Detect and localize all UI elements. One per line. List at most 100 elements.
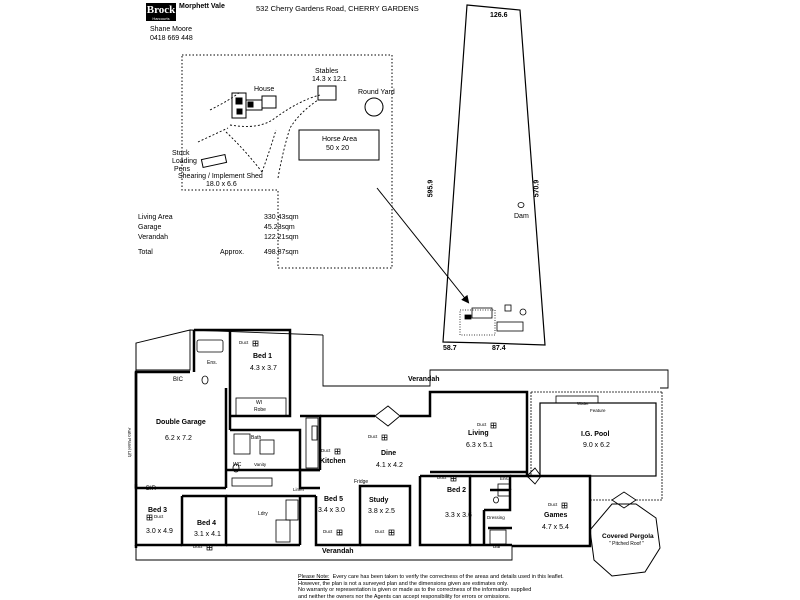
- room-bed2-dim: 3.3 x 3.6: [445, 512, 472, 519]
- room-vanity: Vanity: [254, 462, 267, 467]
- total-area-label: Total: [138, 249, 153, 256]
- dim-right: 570.9: [533, 179, 541, 198]
- location-arrow: [376, 187, 470, 304]
- room-bar: Bar: [493, 544, 501, 550]
- water-feature-1: Water: [577, 401, 589, 406]
- room-games: Games: [544, 512, 568, 519]
- room-bir: BIR: [146, 486, 157, 492]
- site-round-yard: [364, 97, 384, 117]
- dim-bottom-right: 87.4: [492, 345, 506, 352]
- door-swings: [374, 405, 637, 509]
- brand-logo: Brock: [146, 3, 176, 19]
- duct-label: Duct: [321, 448, 331, 453]
- site-horse-area: [298, 129, 380, 161]
- site-stock-1: Stock: [172, 150, 190, 157]
- property-dam: [517, 202, 525, 208]
- room-bed1-dim: 4.3 x 3.7: [250, 365, 277, 372]
- legal-disclaimer: Please Note: Every care has been taken t…: [298, 574, 768, 600]
- site-round-yard-label: Round Yard: [358, 89, 395, 96]
- room-pool: I.G. Pool: [581, 431, 610, 438]
- legal-note-label: Please Note:: [298, 574, 330, 580]
- duct-label: Duct: [323, 529, 333, 534]
- room-wi-robe-2: Robe: [254, 407, 266, 413]
- duct-label: Duct: [154, 514, 164, 519]
- dim-bottom-left: 58.7: [443, 345, 457, 352]
- room-pergola-sub: " Pitched Roof ": [609, 541, 644, 547]
- room-wc: WC: [233, 462, 242, 468]
- total-area-value: 498.87sqm: [264, 249, 299, 256]
- verandah-top-label: Verandah: [408, 376, 440, 383]
- office-name: Morphett Vale: [179, 3, 225, 10]
- room-laundry: Ldry: [258, 511, 268, 517]
- water-feature-2: Feature: [590, 408, 606, 413]
- room-dressing: Dressing: [487, 515, 505, 520]
- room-games-dim: 4.7 x 5.4: [542, 524, 569, 531]
- approx-label: Approx.: [220, 249, 245, 256]
- room-study: Study: [369, 497, 389, 504]
- verandah-bottom-label: Verandah: [322, 548, 354, 555]
- room-bath: Bath: [251, 435, 262, 441]
- room-bed1: Bed 1: [253, 353, 273, 360]
- duct-label: Duct: [477, 422, 487, 427]
- property-mini-site: [459, 304, 527, 336]
- room-ens2: Ens.: [500, 476, 510, 481]
- site-shed-dim: 18.0 x 6.6: [206, 181, 237, 188]
- room-living-dim: 6.3 x 5.1: [466, 442, 493, 449]
- legal-line-1: Every care has been taken to verify the …: [332, 574, 564, 580]
- room-bed3: Bed 3: [148, 507, 168, 514]
- room-garage-dim: 6.2 x 7.2: [165, 435, 192, 442]
- room-bed4-dim: 3.1 x 4.1: [194, 531, 221, 538]
- garage-area-label: Garage: [138, 224, 162, 231]
- living-area-value: 330.43sqm: [264, 214, 299, 221]
- site-dam-label: Dam: [514, 213, 529, 220]
- agent-phone: 0418 669 448: [150, 35, 193, 42]
- room-ens1: Ens.: [207, 360, 218, 366]
- site-stables: [317, 85, 337, 101]
- room-kitchen: Kitchen: [320, 458, 346, 465]
- site-house: [231, 92, 277, 119]
- room-living: Living: [468, 430, 489, 437]
- verandah-area-value: 122.21sqm: [264, 234, 299, 241]
- room-bed5-dim: 3.4 x 3.0: [318, 507, 345, 514]
- room-double-garage: Double Garage: [156, 419, 206, 426]
- brand-sub: Harcourts: [146, 17, 176, 21]
- room-study-dim: 3.8 x 2.5: [368, 508, 395, 515]
- duct-markers: [146, 340, 568, 551]
- duct-label: Duct: [193, 544, 203, 549]
- property-address: 532 Cherry Gardens Road, CHERRY GARDENS: [256, 4, 419, 13]
- site-stock-3: Pens: [174, 166, 190, 173]
- duct-label: Duct: [375, 529, 385, 534]
- legal-line-3: No warranty or representation is given o…: [298, 587, 532, 593]
- area-summary: Living Area 330.43sqm Garage 45.23sqm Vera…: [138, 213, 299, 258]
- room-dine: Dine: [381, 450, 397, 457]
- brand-logo-text: Brock: [146, 4, 176, 16]
- room-bed2: Bed 2: [447, 487, 467, 494]
- room-bed4: Bed 4: [197, 520, 217, 527]
- duct-label: Duct: [548, 502, 558, 507]
- verandah-area-label: Verandah: [138, 234, 168, 241]
- site-house-label: House: [254, 86, 275, 93]
- legal-line-2: However, the plan is not a surveyed plan…: [298, 580, 509, 587]
- living-area-label: Living Area: [138, 214, 173, 221]
- pergola-outline: [589, 503, 661, 577]
- pool-area: [530, 391, 663, 501]
- fixtures: [196, 339, 599, 545]
- site-shed-label: Shearing / Implement Shed: [178, 173, 263, 180]
- site-stock-2: Loading: [172, 158, 197, 165]
- site-shed: [200, 153, 228, 169]
- property-boundary: [442, 4, 546, 346]
- duct-label: Duct: [239, 340, 249, 345]
- site-stables-label: Stables: [315, 68, 339, 75]
- floor-walls: [134, 328, 592, 548]
- room-bed3-dim: 3.0 x 4.9: [146, 528, 173, 535]
- garage-auto-door: Auto Panel Lift: [126, 427, 132, 457]
- room-dine-dim: 4.1 x 4.2: [376, 462, 403, 469]
- room-bic: BIC: [173, 377, 184, 383]
- site-stables-dim: 14.3 x 12.1: [312, 76, 347, 83]
- dim-left: 595.9: [427, 179, 435, 198]
- site-horse-label: Horse Area: [322, 136, 358, 143]
- fridge-label: Fridge: [354, 479, 369, 485]
- room-bed5: Bed 5: [324, 496, 344, 503]
- garage-area-value: 45.23sqm: [264, 224, 295, 231]
